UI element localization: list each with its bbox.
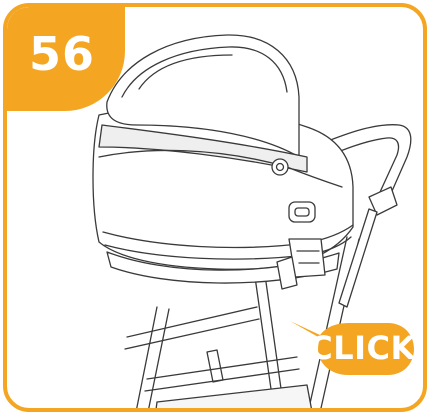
frame-axle <box>125 307 259 349</box>
frame-leg-left <box>135 307 169 412</box>
frame-clip <box>207 350 223 382</box>
click-callout: CLICK <box>290 319 417 377</box>
frame-basket <box>155 385 313 412</box>
carrycot-handle-slot <box>289 202 315 222</box>
instruction-card: 56 CLICK <box>3 3 427 412</box>
step-number: 56 <box>29 27 95 81</box>
hood-pivot <box>272 159 288 175</box>
click-label: CLICK <box>290 319 417 377</box>
